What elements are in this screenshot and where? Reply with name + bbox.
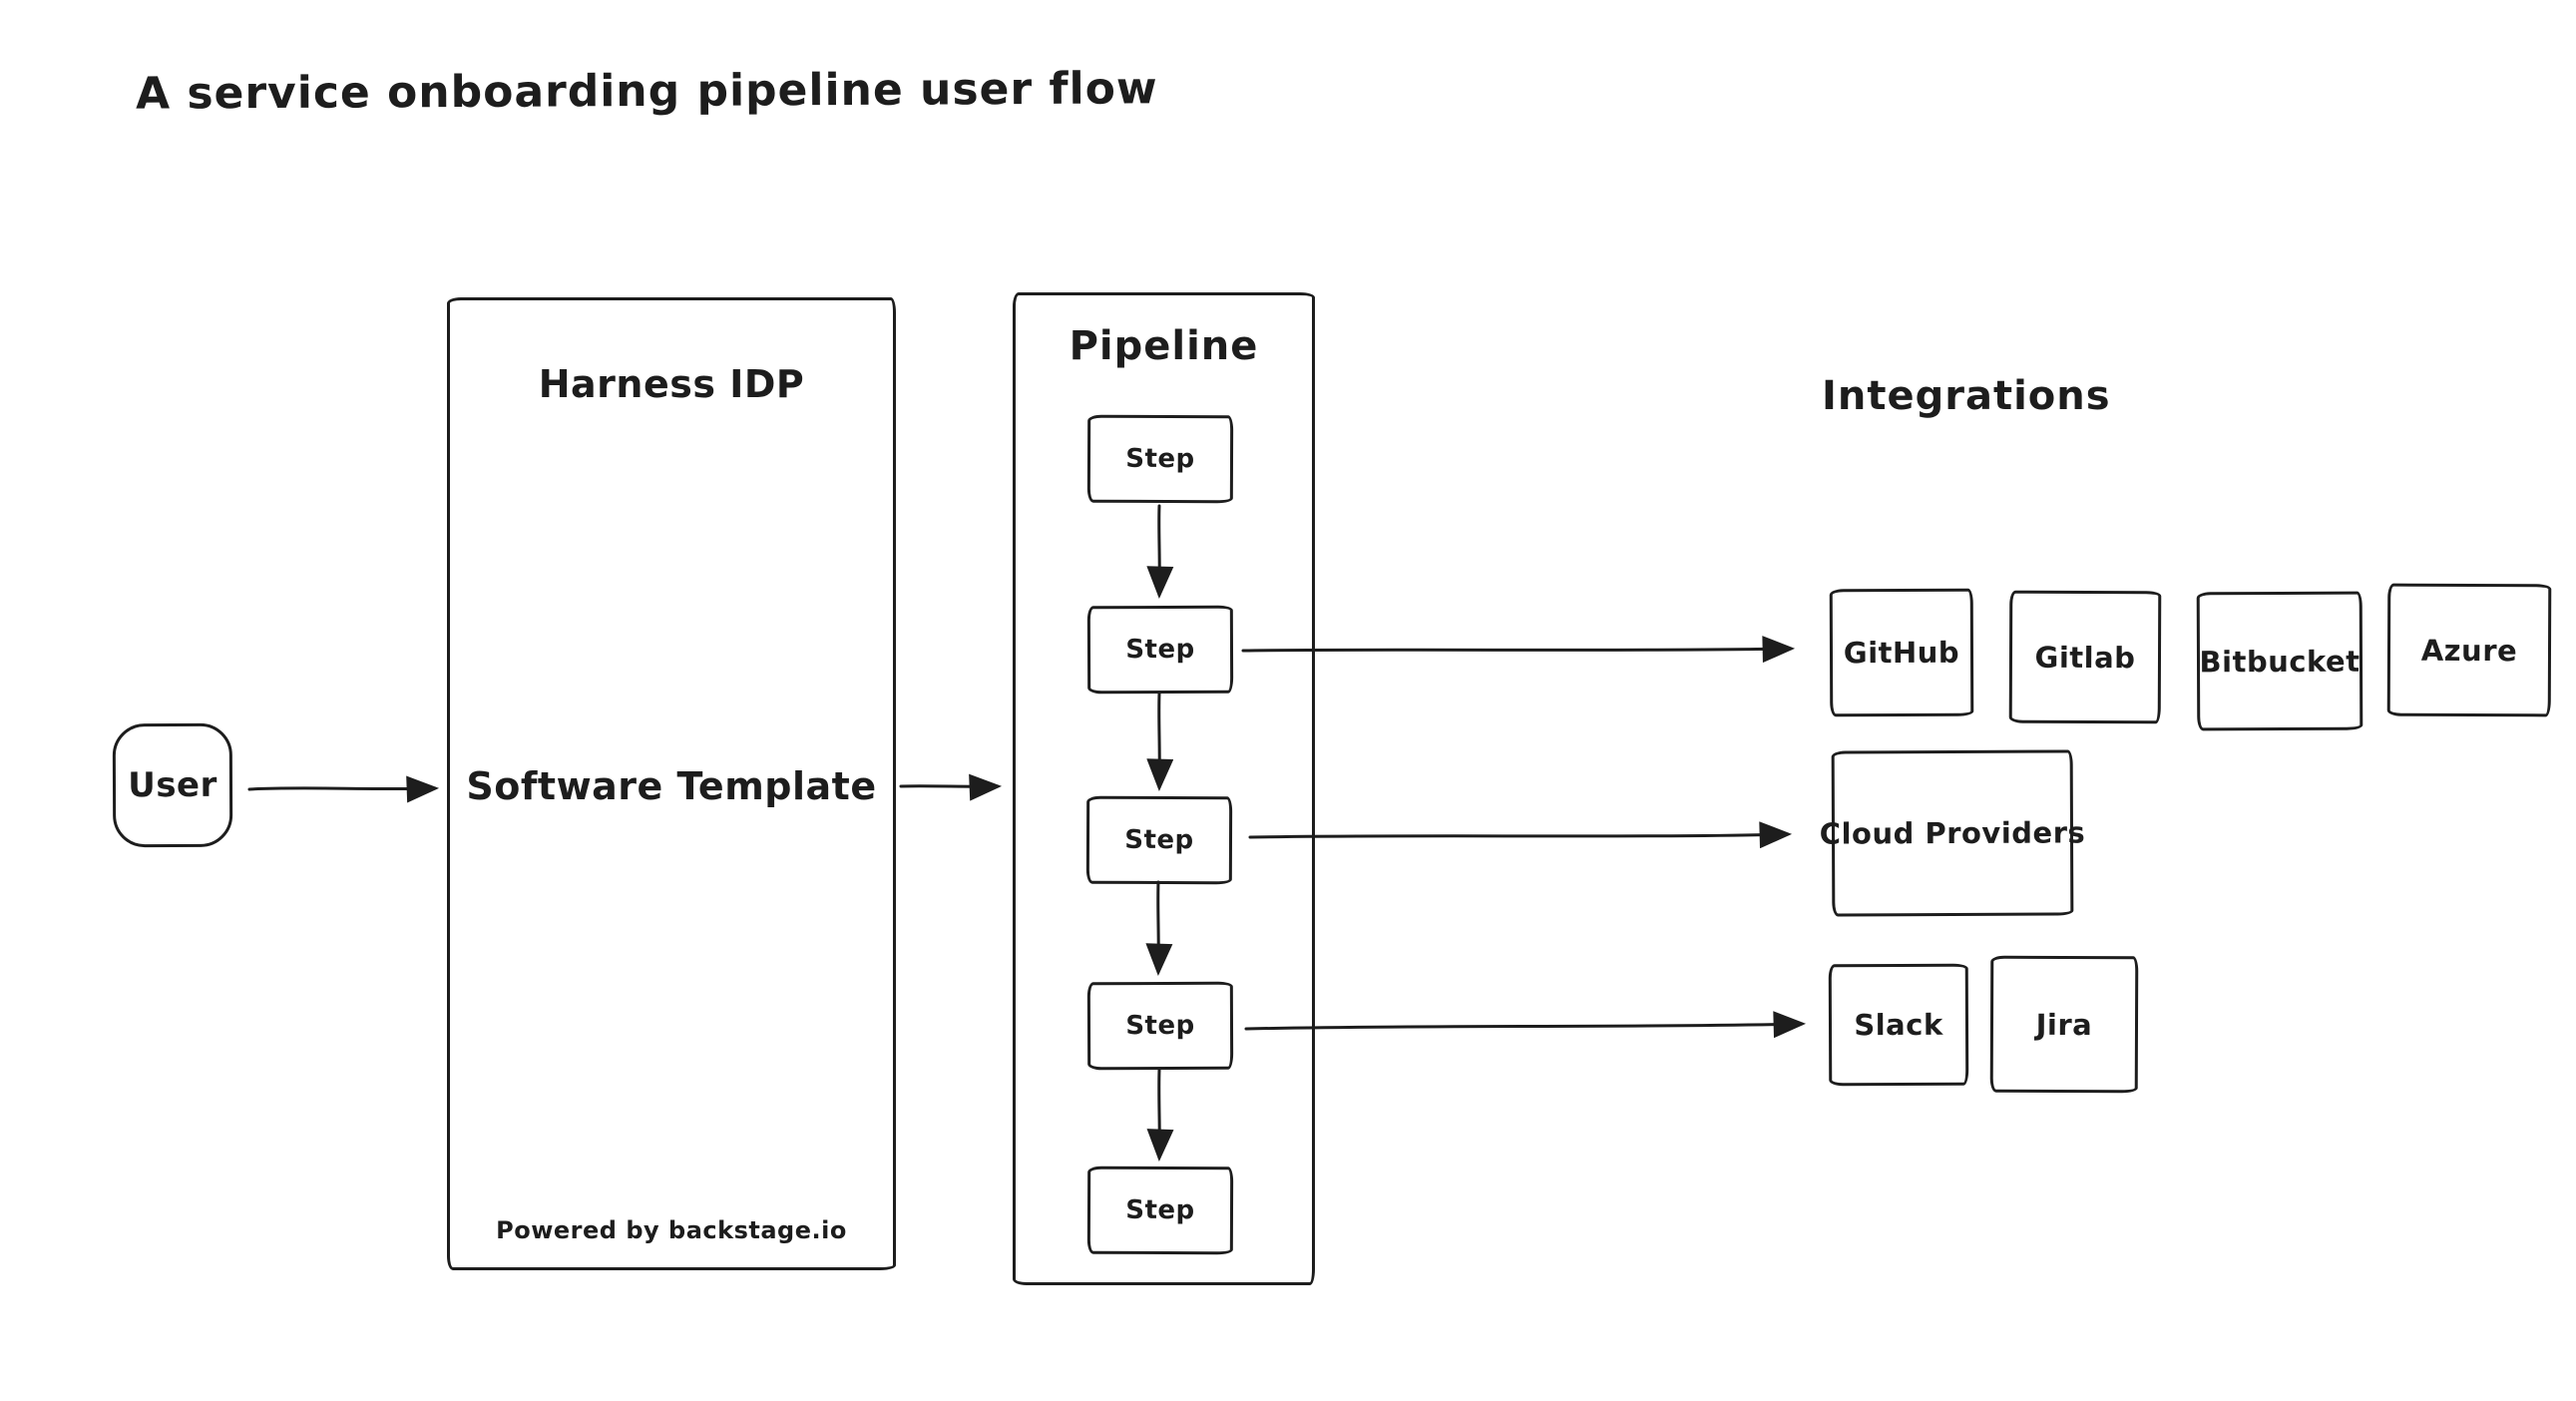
diagram-title: A service onboarding pipeline user flow bbox=[135, 63, 1158, 120]
arrow-user-to-software-template bbox=[247, 775, 440, 803]
arrow-step2-to-git-providers bbox=[1241, 636, 1796, 664]
pipeline-step-label: Step bbox=[1125, 443, 1195, 475]
arrow-template-to-pipeline bbox=[899, 773, 1003, 801]
integration-label: Cloud Providers bbox=[1819, 815, 2086, 851]
arrow-step4-to-collaboration bbox=[1244, 1011, 1807, 1039]
arrow-step3-to-cloud-providers bbox=[1248, 821, 1793, 849]
integration-github: GitHub bbox=[1829, 588, 1974, 717]
harness-idp-node: Harness IDP Software Template Powered by… bbox=[447, 297, 896, 1270]
harness-idp-title: Harness IDP bbox=[538, 362, 805, 406]
pipeline-step-3: Step bbox=[1085, 795, 1233, 885]
pipeline-step-5: Step bbox=[1086, 1166, 1234, 1255]
user-node-label: User bbox=[128, 764, 217, 806]
integration-label: Bitbucket bbox=[2199, 644, 2361, 679]
pipeline-node: Pipeline Step Step Step Step Step bbox=[1013, 292, 1315, 1285]
pipeline-step-label: Step bbox=[1125, 1194, 1195, 1226]
integrations-title: Integrations bbox=[1822, 373, 2111, 419]
integration-azure: Azure bbox=[2386, 583, 2552, 717]
pipeline-step-2: Step bbox=[1086, 605, 1234, 695]
integration-label: Gitlab bbox=[2034, 640, 2136, 675]
pipeline-step-label: Step bbox=[1125, 634, 1195, 666]
pipeline-step-label: Step bbox=[1124, 824, 1194, 856]
integration-label: Azure bbox=[2420, 633, 2518, 668]
pipeline-step-4: Step bbox=[1086, 981, 1234, 1071]
integration-bitbucket: Bitbucket bbox=[2196, 591, 2363, 731]
integration-cloud-providers: Cloud Providers bbox=[1820, 749, 2085, 917]
integration-label: Jira bbox=[2035, 1007, 2093, 1042]
integration-label: GitHub bbox=[1843, 635, 1960, 671]
integration-jira: Jira bbox=[1989, 955, 2139, 1094]
pipeline-title: Pipeline bbox=[1069, 323, 1259, 369]
software-template-label: Software Template bbox=[466, 764, 877, 808]
pipeline-step-label: Step bbox=[1125, 1010, 1195, 1042]
integration-slack: Slack bbox=[1828, 963, 1969, 1087]
pipeline-step-1: Step bbox=[1086, 414, 1234, 504]
integration-label: Slack bbox=[1854, 1007, 1943, 1043]
integration-gitlab: Gitlab bbox=[2008, 590, 2162, 724]
user-node: User bbox=[112, 722, 233, 848]
powered-by-backstage-label: Powered by backstage.io bbox=[496, 1216, 847, 1244]
